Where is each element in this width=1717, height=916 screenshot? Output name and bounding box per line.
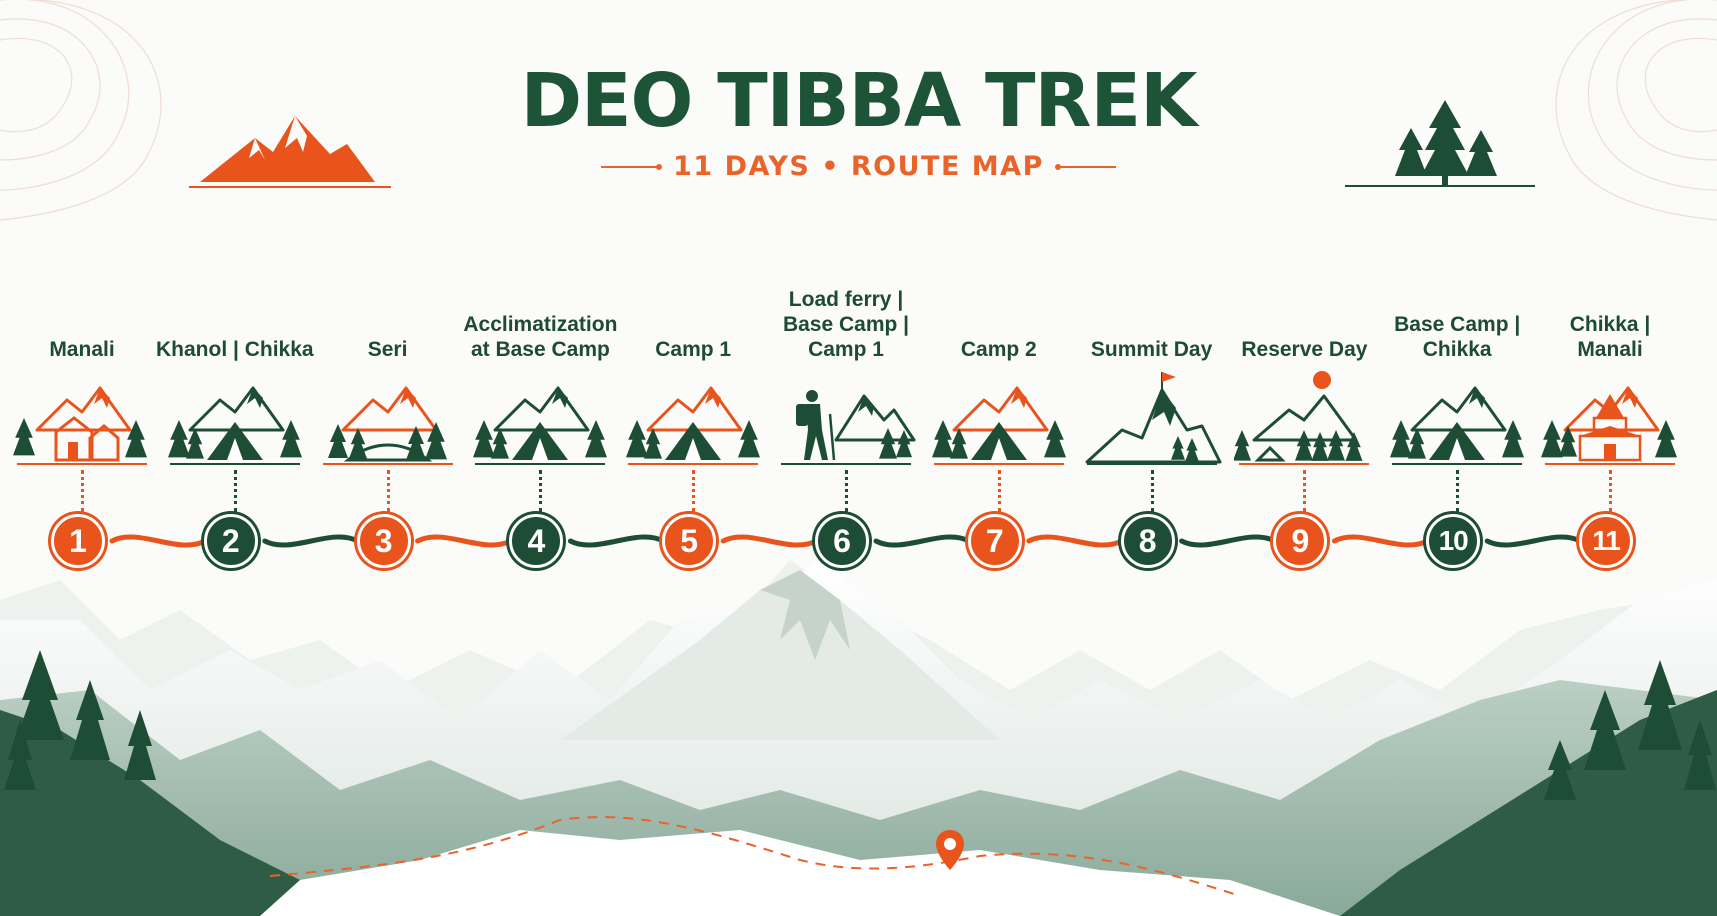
day-badge-3: 3 bbox=[356, 514, 411, 568]
route-segment bbox=[109, 534, 208, 548]
route-segment bbox=[1331, 534, 1430, 548]
stop-label: Manali bbox=[49, 338, 115, 361]
stop-label: Summit Day bbox=[1090, 338, 1213, 361]
stop-connector bbox=[997, 470, 1001, 512]
page-title: DEO TIBBA TREK bbox=[520, 58, 1198, 144]
stop-connector bbox=[233, 470, 237, 512]
stop-connector bbox=[1150, 470, 1154, 512]
route-segment bbox=[873, 534, 972, 548]
topo-lines-right bbox=[1555, 0, 1717, 221]
day-badge-1: 1 bbox=[51, 514, 105, 568]
route-stop-day-11: Chikka | Manali 11 bbox=[1535, 0, 1685, 568]
day-badge-7: 7 bbox=[967, 514, 1022, 568]
route-stop-day-5: Camp 1 5 bbox=[618, 0, 768, 568]
temple-mountain-icon bbox=[1540, 370, 1680, 470]
route-stop-day-3: Seri 3 bbox=[313, 0, 463, 568]
stop-connector bbox=[539, 470, 543, 512]
route-segment bbox=[262, 534, 361, 548]
route-segment bbox=[1026, 534, 1125, 548]
route-segment bbox=[1484, 534, 1583, 548]
tent-mountain-icon bbox=[1387, 370, 1527, 470]
topo-lines-left bbox=[0, 0, 162, 221]
route-segment bbox=[415, 534, 513, 548]
stop-connector bbox=[1456, 470, 1460, 512]
stop-connector bbox=[81, 470, 84, 512]
stop-connector bbox=[1303, 470, 1307, 512]
route-stop-day-7: Camp 2 7 bbox=[924, 0, 1074, 568]
day-badge-2: 2 bbox=[203, 514, 258, 568]
stop-label: Seri bbox=[367, 338, 408, 361]
forest-mountain-icon bbox=[318, 370, 458, 470]
subtitle-rule-right bbox=[1054, 163, 1116, 170]
stop-label: Reserve Day bbox=[1241, 338, 1368, 361]
day-badge-8: 8 bbox=[1120, 514, 1175, 568]
route-segment bbox=[567, 534, 666, 548]
tent-mountain-icon bbox=[470, 370, 610, 470]
stop-label: Chikka | Manali bbox=[1569, 313, 1651, 361]
stop-label: Camp 2 bbox=[960, 338, 1037, 361]
stop-connector bbox=[692, 470, 696, 512]
day-badge-10: 10 bbox=[1426, 514, 1481, 568]
route-stop-day-8: Summit Day 8 bbox=[1077, 0, 1227, 568]
stop-label: Khanol | Chikka bbox=[156, 338, 314, 361]
stop-label: Base Camp | Chikka bbox=[1394, 313, 1521, 361]
route-segment bbox=[720, 534, 819, 548]
summit-flag-icon bbox=[1082, 370, 1222, 470]
route-stop-day-4: Acclimatization at Base Camp 4 bbox=[463, 0, 617, 568]
hiker-mountain-icon bbox=[776, 370, 916, 470]
route-stop-day-2: Khanol | Chikka 2 bbox=[156, 0, 314, 568]
mountain-logo-icon bbox=[189, 116, 391, 188]
pine-trees-icon bbox=[1345, 100, 1535, 187]
day-badge-5: 5 bbox=[662, 514, 717, 568]
route-stop-day-6: Load ferry | Base Camp | Camp 1 6 bbox=[771, 0, 921, 568]
subtitle-rule-left bbox=[601, 163, 663, 170]
tent-mountain-icon bbox=[623, 370, 763, 470]
sun-hut-icon bbox=[1233, 370, 1374, 470]
day-badge-6: 6 bbox=[815, 514, 869, 568]
day-badge-9: 9 bbox=[1273, 514, 1328, 568]
tent-mountain-icon bbox=[929, 370, 1069, 470]
route-stop-day-1: Manali 1 bbox=[7, 0, 157, 568]
stop-label: Acclimatization at Base Camp bbox=[463, 313, 618, 361]
route-stop-day-10: Base Camp | Chikka 10 bbox=[1382, 0, 1532, 568]
stop-connector bbox=[386, 470, 390, 512]
stop-label: Load ferry | Base Camp | Camp 1 bbox=[782, 288, 910, 361]
route-segment bbox=[1179, 534, 1277, 548]
subtitle-row: 11 DAYS • ROUTE MAP bbox=[0, 151, 1717, 182]
stop-label: Camp 1 bbox=[655, 338, 732, 361]
stop-connector bbox=[1609, 470, 1612, 512]
page-subtitle: 11 DAYS • ROUTE MAP bbox=[673, 151, 1044, 182]
village-mountain-icon bbox=[12, 370, 152, 470]
day-badge-4: 4 bbox=[509, 514, 564, 568]
route-stop-day-9: Reserve Day 9 bbox=[1229, 0, 1379, 568]
tent-mountain-icon bbox=[165, 370, 305, 470]
day-badge-11: 11 bbox=[1579, 514, 1633, 568]
stop-connector bbox=[845, 470, 848, 512]
location-pin-icon bbox=[936, 830, 964, 870]
